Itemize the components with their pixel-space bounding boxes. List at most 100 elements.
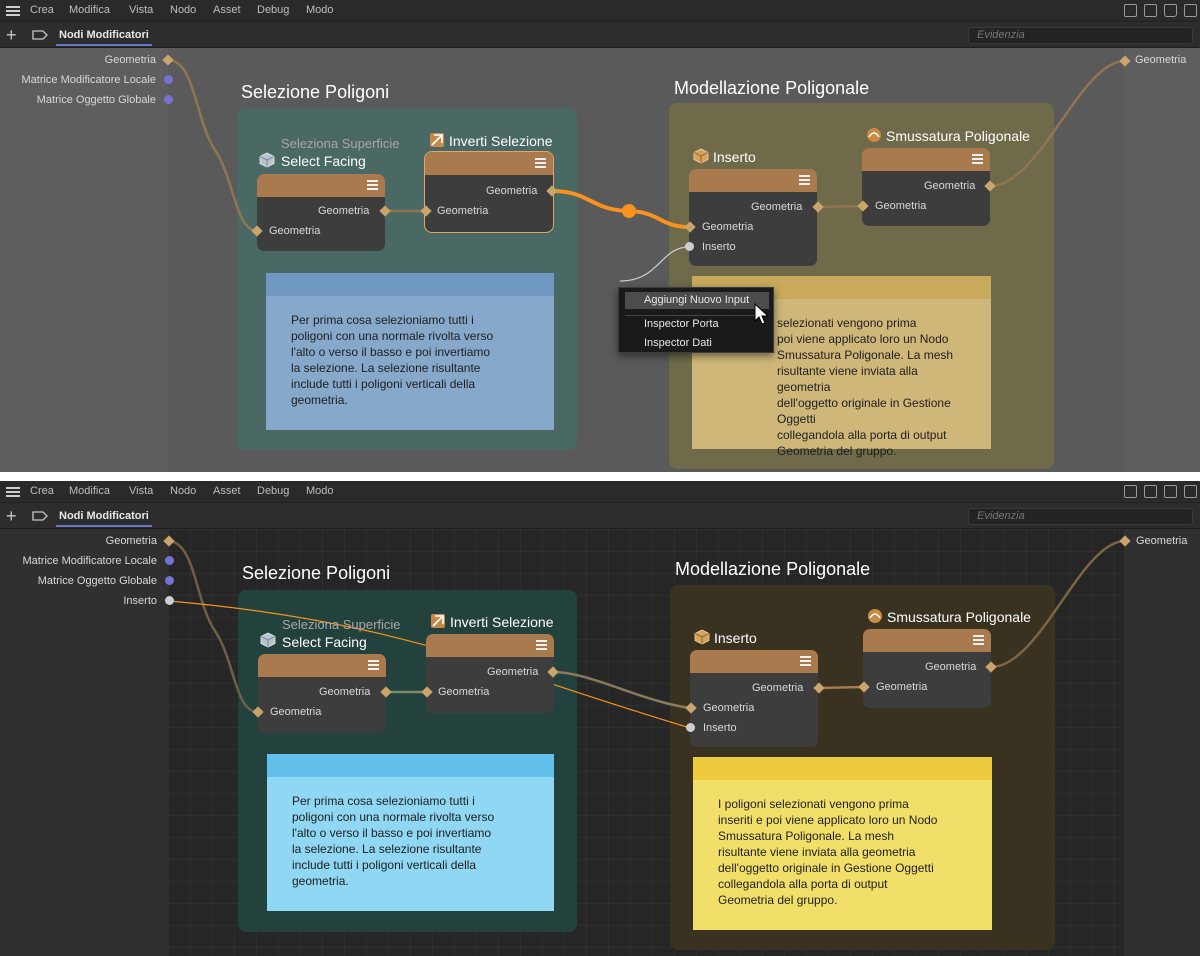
menu-asset[interactable]: Asset [213, 485, 241, 497]
node-canvas[interactable]: Per prima cosa selezioniamo tutti i poli… [0, 529, 1200, 956]
node-title: Inserto [714, 630, 757, 646]
node-smussatura-poligonale[interactable] [863, 629, 991, 708]
expand-icon[interactable] [1184, 4, 1197, 17]
node-smussatura-poligonale[interactable] [862, 148, 990, 226]
pin-in-inserto[interactable] [686, 723, 695, 732]
pin-label: Geometria [702, 221, 754, 233]
input-port-matrice-locale[interactable] [164, 75, 173, 84]
tag-icon[interactable] [32, 30, 48, 40]
pin-label: Geometria [318, 205, 370, 217]
expand-icon[interactable] [1184, 485, 1197, 498]
menu-crea[interactable]: Crea [30, 485, 54, 497]
input-matrice-globale: Matrice Oggetto Globale [37, 575, 157, 587]
pin-label: Geometria [875, 200, 927, 212]
menu-vista[interactable]: Vista [129, 485, 154, 497]
menu-nodo[interactable]: Nodo [170, 4, 197, 16]
input-matrice-locale: Matrice Modificatore Locale [21, 74, 156, 86]
group-title: Modellazione Poligonale [675, 559, 871, 579]
lock-icon[interactable] [1164, 485, 1177, 498]
menu-separator [625, 315, 769, 316]
tab-bar: + Nodi Modificatori Evidenzia [0, 503, 1200, 529]
node-title: Inverti Selezione [449, 133, 553, 149]
node-inserto[interactable] [690, 650, 818, 747]
tab-nodi-modificatori[interactable]: Nodi Modificatori [56, 29, 152, 46]
layout-left-icon[interactable] [1124, 4, 1137, 17]
note-text: Per prima cosa selezioniamo tutti i poli… [291, 313, 494, 407]
node-menu-icon[interactable] [973, 635, 984, 645]
hamburger-icon[interactable] [6, 6, 20, 16]
pin-label: Geometria [876, 681, 928, 693]
menu-item-inspector-dati[interactable]: Inspector Dati [644, 337, 712, 349]
menu-modo[interactable]: Modo [306, 4, 334, 16]
cube-icon [260, 632, 276, 648]
node-title: Select Facing [281, 153, 366, 169]
menu-vista[interactable]: Vista [129, 4, 154, 16]
node-menu-icon[interactable] [800, 656, 811, 666]
node-menu-icon[interactable] [367, 180, 378, 190]
highlight-search-input[interactable]: Evidenzia [968, 27, 1193, 44]
output-geometria: Geometria [1135, 54, 1187, 66]
output-geometria: Geometria [1136, 535, 1188, 547]
node-title: Select Facing [282, 634, 367, 650]
add-tab-icon[interactable]: + [6, 25, 17, 45]
input-port-inserto[interactable] [165, 596, 174, 605]
node-editor-after: Crea Modifica Vista Nodo Asset Debug Mod… [0, 481, 1200, 956]
menu-crea[interactable]: Crea [30, 4, 54, 16]
pin-label: Geometria [487, 666, 539, 678]
pin-label: Geometria [270, 706, 322, 718]
note-header [266, 273, 554, 296]
tab-nodi-modificatori[interactable]: Nodi Modificatori [56, 510, 152, 527]
note-header [693, 757, 992, 780]
menu-nodo[interactable]: Nodo [170, 485, 197, 497]
node-menu-icon[interactable] [535, 158, 546, 168]
context-menu-highlight [625, 292, 769, 309]
pin-label: Geometria [703, 702, 755, 714]
node-inverti-selezione[interactable] [426, 634, 554, 713]
pin-in-inserto[interactable] [685, 242, 694, 251]
menu-item-aggiungi-nuovo-input[interactable]: Aggiungi Nuovo Input [644, 294, 750, 306]
context-menu: Aggiungi Nuovo Input Inspector Porta Ins… [618, 287, 774, 353]
pin-label: Inserto [702, 241, 736, 253]
hamburger-icon[interactable] [6, 487, 20, 497]
bevel-icon [868, 609, 882, 623]
input-port-matrice-globale[interactable] [164, 95, 173, 104]
input-geometria: Geometria [104, 54, 156, 66]
pin-label: Geometria [751, 201, 803, 213]
menu-asset[interactable]: Asset [213, 4, 241, 16]
layout-right-icon[interactable] [1144, 485, 1157, 498]
node-select-facing[interactable] [258, 654, 386, 733]
node-inserto[interactable] [689, 169, 817, 266]
input-port-matrice-locale[interactable] [165, 556, 174, 565]
input-port-matrice-globale[interactable] [165, 576, 174, 585]
note-blue[interactable]: Per prima cosa selezioniamo tutti i poli… [267, 754, 554, 911]
menu-item-inspector-porta[interactable]: Inspector Porta [644, 318, 719, 330]
layout-left-icon[interactable] [1124, 485, 1137, 498]
tag-icon[interactable] [32, 511, 48, 521]
node-menu-icon[interactable] [536, 640, 547, 650]
node-menu-icon[interactable] [799, 175, 810, 185]
menu-debug[interactable]: Debug [257, 485, 290, 497]
cube-icon [693, 148, 709, 164]
input-matrice-locale: Matrice Modificatore Locale [22, 555, 157, 567]
group-title: Modellazione Poligonale [674, 78, 870, 98]
menu-modo[interactable]: Modo [306, 485, 334, 497]
note-blue[interactable]: Per prima cosa selezioniamo tutti i poli… [266, 273, 554, 430]
add-tab-icon[interactable]: + [6, 506, 17, 526]
note-yellow[interactable]: I poligoni selezionati vengono prima ins… [693, 757, 992, 930]
node-menu-icon[interactable] [368, 660, 379, 670]
node-menu-icon[interactable] [972, 154, 983, 164]
note-header [267, 754, 554, 777]
lock-icon[interactable] [1164, 4, 1177, 17]
layout-right-icon[interactable] [1144, 4, 1157, 17]
menu-bar: Crea Modifica Vista Nodo Asset Debug Mod… [0, 481, 1200, 503]
pin-label: Geometria [438, 686, 490, 698]
highlight-search-input[interactable]: Evidenzia [968, 508, 1193, 525]
node-select-facing[interactable] [257, 174, 385, 251]
menu-modifica[interactable]: Modifica [69, 485, 110, 497]
note-text: I poligoni selezionati vengono prima ins… [718, 797, 938, 907]
bevel-icon [867, 128, 881, 142]
menu-modifica[interactable]: Modifica [69, 4, 110, 16]
node-canvas[interactable]: Per prima cosa selezioniamo tutti i poli… [0, 48, 1200, 472]
node-inverti-selezione[interactable] [424, 151, 554, 233]
menu-debug[interactable]: Debug [257, 4, 290, 16]
